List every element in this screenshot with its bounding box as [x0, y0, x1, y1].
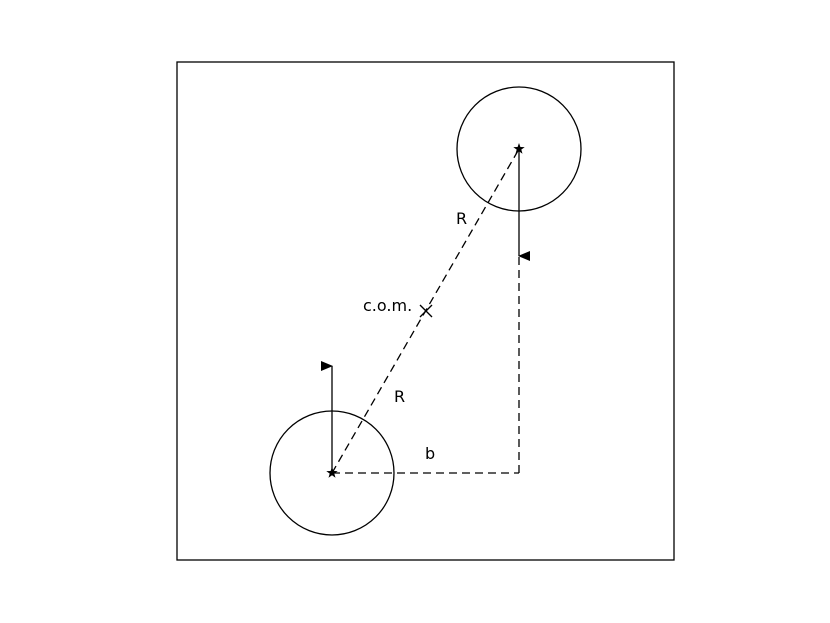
label-r-upper: R	[456, 209, 467, 228]
label-com: c.o.m.	[363, 296, 412, 315]
star-icon	[326, 467, 338, 478]
diagram-frame	[176, 61, 675, 561]
star-icon	[513, 143, 525, 154]
label-r-lower: R	[394, 387, 405, 406]
label-impact-parameter: b	[425, 444, 435, 463]
com-marker-icon	[419, 304, 433, 318]
